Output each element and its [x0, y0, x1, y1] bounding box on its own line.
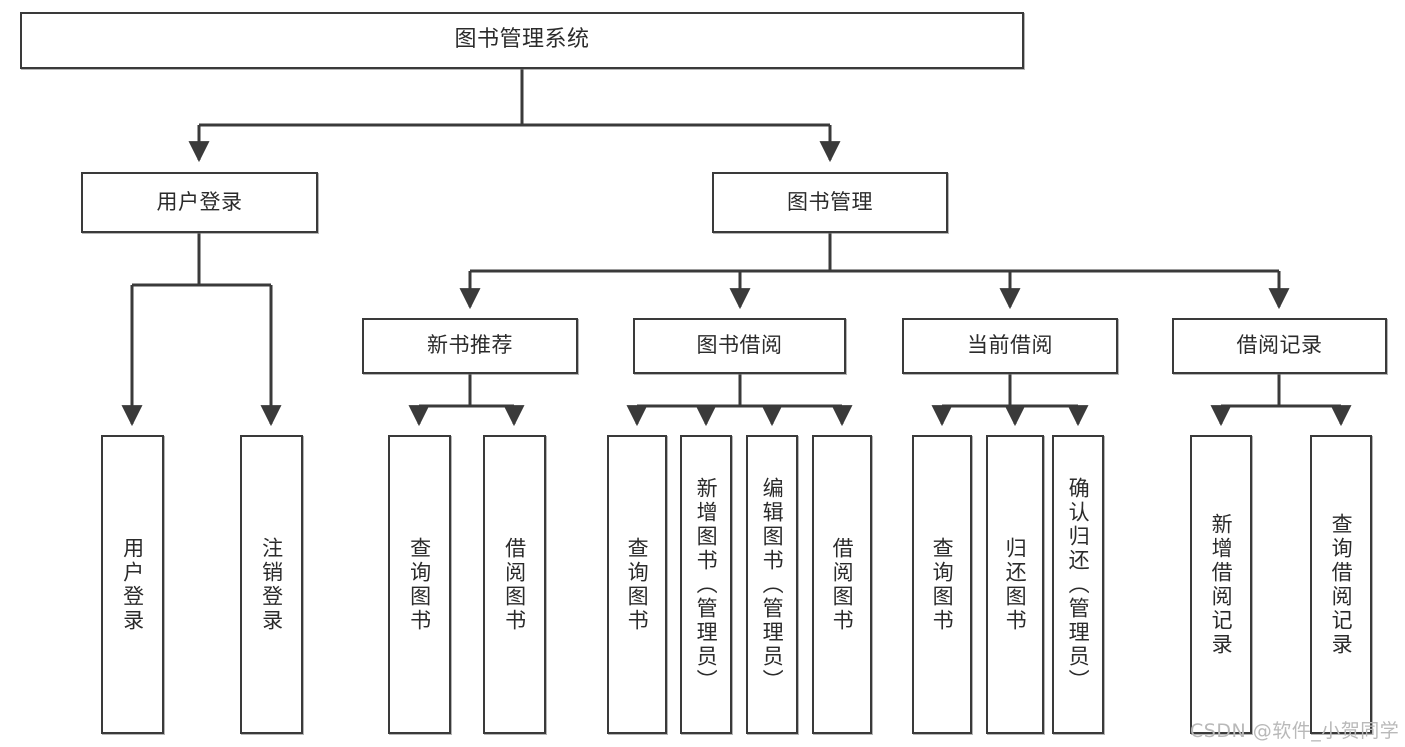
- node-leaf-borrow-book-recommend[interactable]: 借阅图书: [483, 435, 546, 734]
- node-borrow-records[interactable]: 借阅记录: [1172, 318, 1387, 374]
- node-book-management-label: 图书管理: [787, 189, 873, 214]
- node-leaf-label: 新增借阅记录: [1209, 512, 1234, 657]
- node-root-label: 图书管理系统: [454, 27, 590, 53]
- node-leaf-user-login[interactable]: 用户登录: [101, 435, 164, 734]
- node-borrow-records-label: 借阅记录: [1236, 333, 1323, 358]
- node-leaf-query-borrow-record[interactable]: 查询借阅记录: [1310, 435, 1372, 734]
- node-leaf-edit-book-admin[interactable]: 编辑图书（管理员）: [746, 435, 798, 734]
- node-leaf-label: 新增图书（管理员）: [694, 476, 719, 693]
- node-leaf-label: 借阅图书: [502, 536, 527, 633]
- node-leaf-label: 确认归还（管理员）: [1066, 476, 1091, 693]
- node-leaf-label: 查询图书: [625, 536, 650, 633]
- node-new-book-recommend-label: 新书推荐: [427, 333, 513, 358]
- node-current-borrow[interactable]: 当前借阅: [902, 318, 1118, 374]
- node-book-borrow-label: 图书借阅: [696, 333, 783, 358]
- node-leaf-label: 查询图书: [930, 536, 955, 633]
- node-book-management[interactable]: 图书管理: [712, 172, 948, 233]
- node-new-book-recommend[interactable]: 新书推荐: [362, 318, 578, 374]
- node-root-system[interactable]: 图书管理系统: [20, 12, 1024, 69]
- node-leaf-query-book-borrow[interactable]: 查询图书: [607, 435, 667, 734]
- node-current-borrow-label: 当前借阅: [967, 333, 1053, 358]
- node-leaf-label: 用户登录: [120, 536, 145, 633]
- node-leaf-label: 归还图书: [1003, 536, 1028, 633]
- node-leaf-label: 查询图书: [407, 536, 432, 633]
- node-leaf-label: 注销登录: [259, 536, 284, 633]
- node-leaf-label: 编辑图书（管理员）: [760, 476, 785, 693]
- node-leaf-return-book[interactable]: 归还图书: [986, 435, 1044, 734]
- node-user-login[interactable]: 用户登录: [81, 172, 318, 233]
- node-leaf-confirm-return-admin[interactable]: 确认归还（管理员）: [1052, 435, 1104, 734]
- node-leaf-borrow-book[interactable]: 借阅图书: [812, 435, 872, 734]
- node-leaf-query-book-recommend[interactable]: 查询图书: [388, 435, 451, 734]
- node-leaf-label: 借阅图书: [830, 536, 855, 633]
- node-leaf-query-book-current[interactable]: 查询图书: [912, 435, 972, 734]
- node-user-login-label: 用户登录: [156, 189, 243, 214]
- node-leaf-label: 查询借阅记录: [1329, 512, 1354, 657]
- csdn-watermark: CSDN @软件_小贺同学: [1190, 720, 1400, 742]
- node-leaf-add-book-admin[interactable]: 新增图书（管理员）: [680, 435, 732, 734]
- node-leaf-add-borrow-record[interactable]: 新增借阅记录: [1190, 435, 1252, 734]
- node-leaf-logout[interactable]: 注销登录: [240, 435, 303, 734]
- node-book-borrow[interactable]: 图书借阅: [633, 318, 846, 374]
